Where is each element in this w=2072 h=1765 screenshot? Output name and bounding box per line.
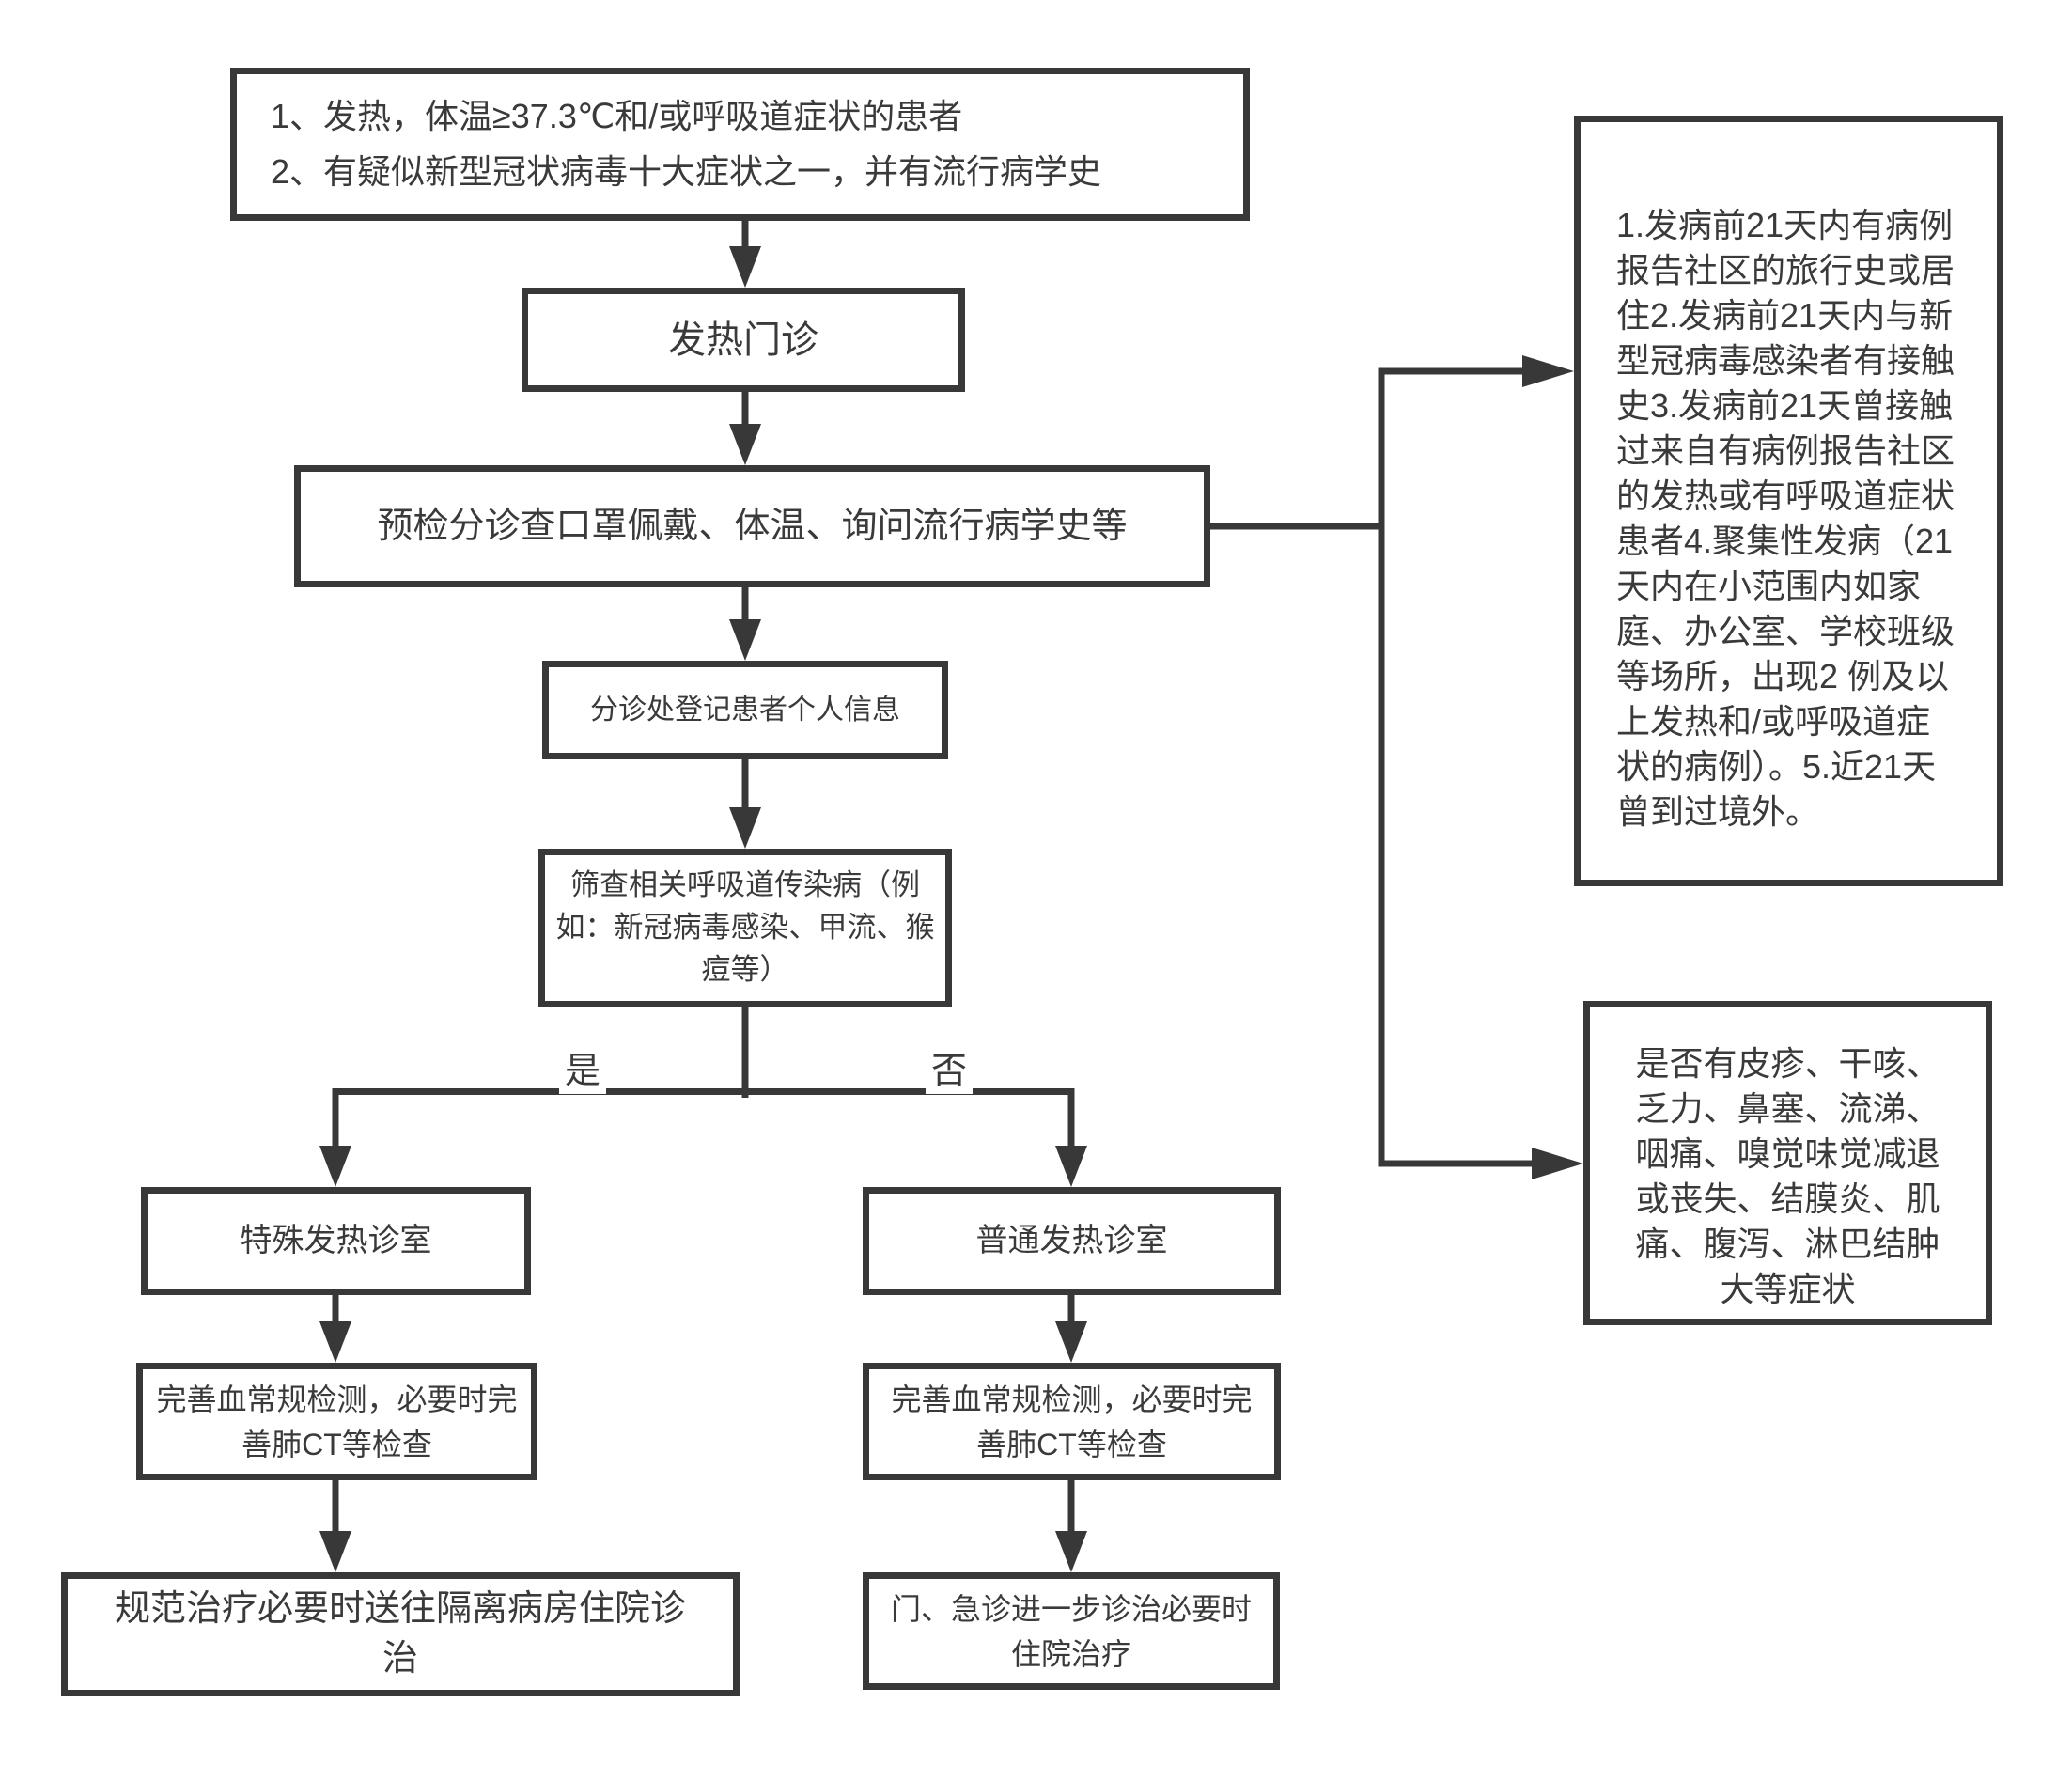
elbow-line-to-symptoms-panel [1378, 523, 1535, 1167]
arrowhead-to-screening [729, 807, 761, 849]
node-special-fever-room: 特殊发热诊室 [141, 1187, 531, 1295]
node-screening: 筛查相关呼吸道传染病（例 如：新冠病毒感染、甲流、猴 痘等） [538, 849, 952, 1007]
node-isolation-treatment: 规范治疗必要时送往隔离病房住院诊 治 [61, 1572, 740, 1696]
node-isolation-treatment-text: 规范治疗必要时送往隔离病房住院诊 治 [114, 1588, 686, 1679]
branch-horizontal-line [332, 1088, 1075, 1150]
node-precheck-triage: 预检分诊查口罩佩戴、体温、询问流行病学史等 [294, 465, 1210, 587]
node-patient-criteria-text: 1、发热，体温≥37.3℃和/或呼吸道症状的患者 2、有疑似新型冠状病毒十大症状… [271, 97, 1102, 191]
branch-label-no: 否 [926, 1051, 974, 1094]
node-blood-test-left: 完善血常规检测，必要时完 善肺CT等检查 [136, 1363, 537, 1480]
arrowhead-to-normal-room [1055, 1146, 1087, 1187]
node-fever-clinic-text: 发热门诊 [668, 319, 818, 361]
panel-symptom-list: 是否有皮疹、干咳、 乏力、鼻塞、流涕、 咽痛、嗅觉味觉减退 或丧失、结膜炎、肌 … [1583, 1001, 1992, 1325]
node-fever-clinic: 发热门诊 [522, 288, 965, 392]
arrowhead-to-epidemiology-panel [1522, 355, 1574, 387]
node-patient-criteria: 1、发热，体温≥37.3℃和/或呼吸道症状的患者 2、有疑似新型冠状病毒十大症状… [230, 68, 1250, 221]
node-er-treatment: 门、急诊进一步诊治必要时 住院治疗 [863, 1572, 1280, 1690]
node-screening-text: 筛查相关呼吸道传染病（例 如：新冠病毒感染、甲流、猴 痘等） [555, 868, 935, 986]
node-special-fever-room-text: 特殊发热诊室 [240, 1223, 432, 1258]
node-precheck-triage-text: 预检分诊查口罩佩戴、体温、询问流行病学史等 [377, 506, 1128, 546]
arrowhead-to-precheck [729, 424, 761, 465]
node-register-info: 分诊处登记患者个人信息 [542, 661, 948, 759]
node-normal-fever-room: 普通发热诊室 [863, 1187, 1281, 1295]
panel-epidemiology-history: 1.发病前21天内有病例 报告社区的旅行史或居 住2.发病前21天内与新 型冠病… [1574, 116, 2003, 886]
node-er-treatment-text: 门、急诊进一步诊治必要时 住院治疗 [890, 1591, 1252, 1671]
node-blood-test-right-text: 完善血常规检测，必要时完 善肺CT等检查 [891, 1382, 1253, 1461]
node-register-info-text: 分诊处登记患者个人信息 [590, 695, 900, 726]
arrowhead-to-er-treatment [1055, 1531, 1087, 1572]
branch-label-yes: 是 [559, 1051, 607, 1094]
arrowhead-to-blood-right [1055, 1321, 1087, 1363]
arrowhead-to-special-room [319, 1146, 351, 1187]
elbow-line-precheck-to-epidemiology-panel [1206, 367, 1524, 530]
arrowhead-to-symptoms-panel [1532, 1148, 1583, 1179]
arrowhead-to-blood-left [319, 1321, 351, 1363]
arrowhead-to-register [729, 619, 761, 661]
node-normal-fever-room-text: 普通发热诊室 [975, 1223, 1168, 1258]
arrowhead-to-fever-clinic [729, 246, 761, 288]
node-blood-test-right: 完善血常规检测，必要时完 善肺CT等检查 [863, 1363, 1281, 1480]
arrowhead-to-isolation-treatment [319, 1531, 351, 1572]
node-blood-test-left-text: 完善血常规检测，必要时完 善肺CT等检查 [156, 1382, 518, 1461]
